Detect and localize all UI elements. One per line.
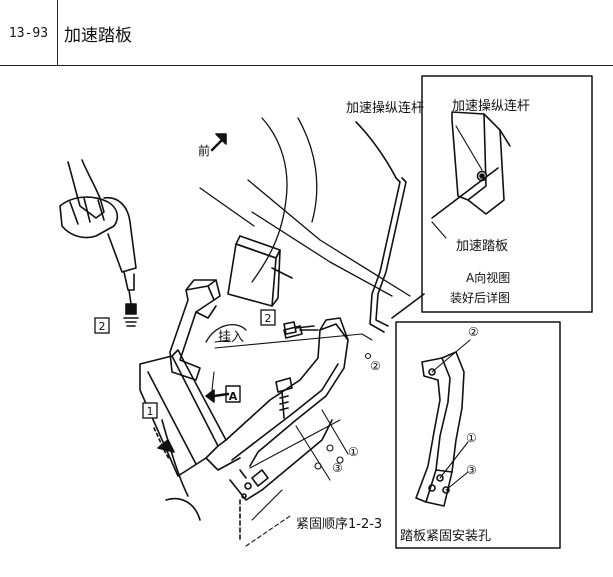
label-view-a: A (229, 390, 238, 403)
label-link-detail: 加速操纵连杆 (452, 98, 530, 114)
hole-markers (314, 352, 372, 470)
box-2-mid-text: 2 (265, 312, 272, 325)
callout-box-2-left: 2 (94, 317, 110, 334)
brake-pedal-drawing (227, 235, 281, 307)
section-code: 13-93 (0, 0, 58, 66)
circle-2-main: ② (370, 359, 381, 373)
detail-view-a-frame (421, 75, 593, 313)
insert-arrow (205, 324, 247, 343)
circle-1-main: ① (348, 445, 359, 459)
label-holes: 踏板紧固安装孔 (400, 529, 491, 544)
circle-1-detail: ① (466, 431, 477, 445)
callout-box-1: 1 (142, 402, 158, 419)
circle-3-main: ③ (332, 461, 343, 475)
label-view-line1: A向视图 (466, 270, 510, 285)
box-1-text: 1 (147, 405, 154, 418)
accelerator-link-rod (355, 121, 425, 333)
detail-holes-frame (395, 321, 561, 549)
box-2-left-text: 2 (99, 320, 106, 333)
body-outline (199, 117, 411, 297)
circle-2-detail: ② (468, 325, 479, 339)
leader-lines (211, 333, 373, 547)
label-link-main: 加速操纵连杆 (346, 100, 424, 116)
section-title: 加速踏板 (64, 25, 132, 46)
front-arrow (210, 133, 227, 152)
hand-tool-drawing (59, 159, 139, 327)
label-tighten-order: 紧固顺序1-2-3 (296, 517, 382, 532)
circle-3-detail: ③ (466, 463, 477, 477)
callout-box-2-mid: 2 (260, 309, 276, 326)
view-a-arrow (205, 385, 241, 403)
label-front: 前 (198, 143, 210, 158)
accelerator-pedal-drawing (139, 349, 241, 521)
screw-drawing (283, 321, 315, 335)
label-pedal: 加速踏板 (456, 239, 508, 254)
assembly-diagram: 2 2 1 前 加速操纵连杆 加速操纵连杆 加速踏板 A向视图 装好后详图 挂入… (59, 75, 593, 549)
pedal-bracket-upper (169, 279, 221, 381)
pedal-lever-assembly (225, 317, 349, 541)
label-insert: 挂入 (218, 330, 244, 345)
assembly-figure: 2 2 1 前 加速操纵连杆 加速操纵连杆 加速踏板 A向视图 装好后详图 挂入… (0, 66, 613, 573)
label-view-line2: 装好后详图 (450, 290, 510, 305)
page-header: 13-93 加速踏板 (0, 0, 613, 66)
